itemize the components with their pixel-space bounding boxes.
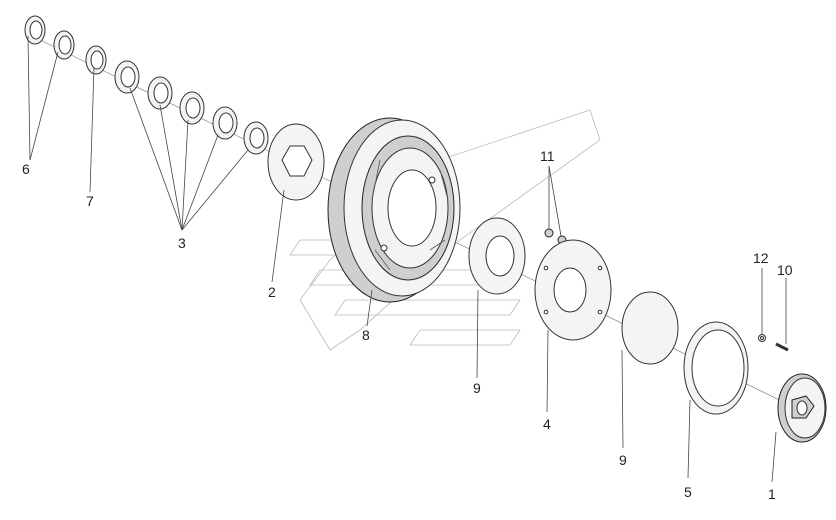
callout-2: 2: [268, 284, 276, 300]
part-8-pulley: [327, 117, 461, 303]
callout-12: 12: [753, 250, 769, 266]
part-4-plate: [534, 239, 612, 341]
part-9-disc-a: [468, 217, 526, 295]
callout-3: 3: [178, 235, 186, 251]
part-10-bolt: [775, 342, 789, 352]
callout-11: 11: [540, 148, 555, 164]
callout-6: 6: [22, 161, 30, 177]
callout-7: 7: [86, 193, 94, 209]
part-3-washers: [114, 60, 269, 155]
callout-4: 4: [543, 416, 551, 432]
callout-5: 5: [684, 484, 692, 500]
callout-10: 10: [777, 262, 793, 278]
callout-8: 8: [362, 327, 370, 343]
part-2-hex-plate: [267, 123, 325, 201]
part-1-hub: [777, 373, 827, 443]
part-7-bushing: [85, 45, 107, 75]
part-9-disc-b: [621, 291, 679, 365]
callout-1: 1: [768, 486, 776, 502]
callout-9-second: 9: [619, 452, 627, 468]
part-6-rings: [24, 15, 75, 60]
part-12-washer: [758, 334, 766, 342]
callout-9-first: 9: [473, 380, 481, 396]
leader-lines: [27, 35, 787, 483]
part-5-ring: [683, 321, 749, 415]
